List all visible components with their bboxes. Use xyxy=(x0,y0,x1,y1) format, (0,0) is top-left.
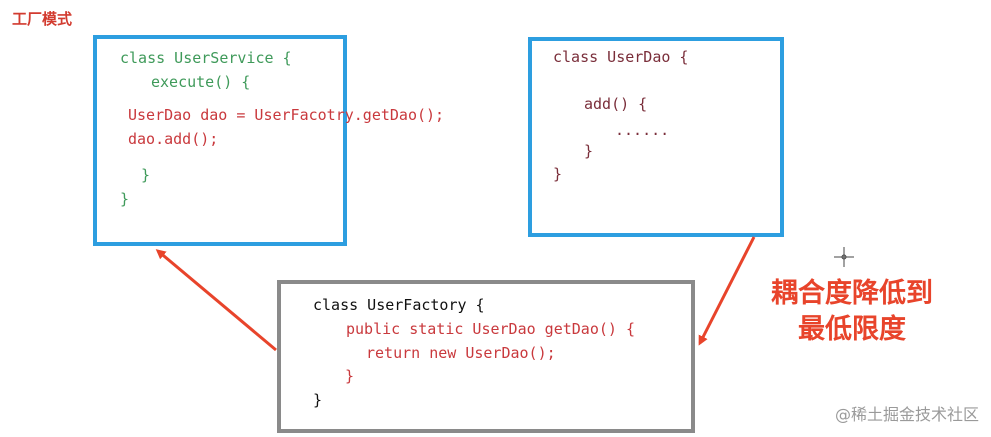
user-dao-box xyxy=(528,37,784,237)
factory-to-service-arrow xyxy=(155,249,277,352)
factory-class-close: } xyxy=(313,391,323,409)
service-class-line: class UserService { xyxy=(120,49,292,67)
coupling-note: 耦合度降低到 最低限度 xyxy=(752,276,952,348)
service-execute-line: execute() { xyxy=(151,73,251,91)
dao-class-line: class UserDao { xyxy=(553,48,689,66)
factory-return-line: return new UserDao(); xyxy=(366,344,556,362)
coupling-note-line1: 耦合度降低到 xyxy=(771,278,933,309)
factory-getdao-line: public static UserDao getDao() { xyxy=(346,320,635,338)
user-factory-box xyxy=(277,280,695,433)
dao-class-close: } xyxy=(553,165,563,183)
coupling-note-line2: 最低限度 xyxy=(798,314,906,345)
factory-method-close: } xyxy=(345,367,355,385)
factory-class-line: class UserFactory { xyxy=(313,296,485,314)
dao-add-line: add() { xyxy=(584,95,648,113)
dao-to-factory-arrow xyxy=(698,236,756,346)
service-method-close: } xyxy=(141,166,151,184)
dao-ellipsis-line: ...... xyxy=(615,121,670,139)
service-add-call-line: dao.add(); xyxy=(128,130,219,148)
crosshair-icon xyxy=(834,247,854,267)
user-service-box xyxy=(93,35,347,246)
watermark: @稀土掘金技术社区 xyxy=(834,405,979,424)
service-getdao-line: UserDao dao = UserFacotry.getDao(); xyxy=(128,106,445,124)
dao-method-close: } xyxy=(584,142,594,160)
service-class-close: } xyxy=(120,190,130,208)
diagram-title: 工厂模式 xyxy=(12,10,73,28)
